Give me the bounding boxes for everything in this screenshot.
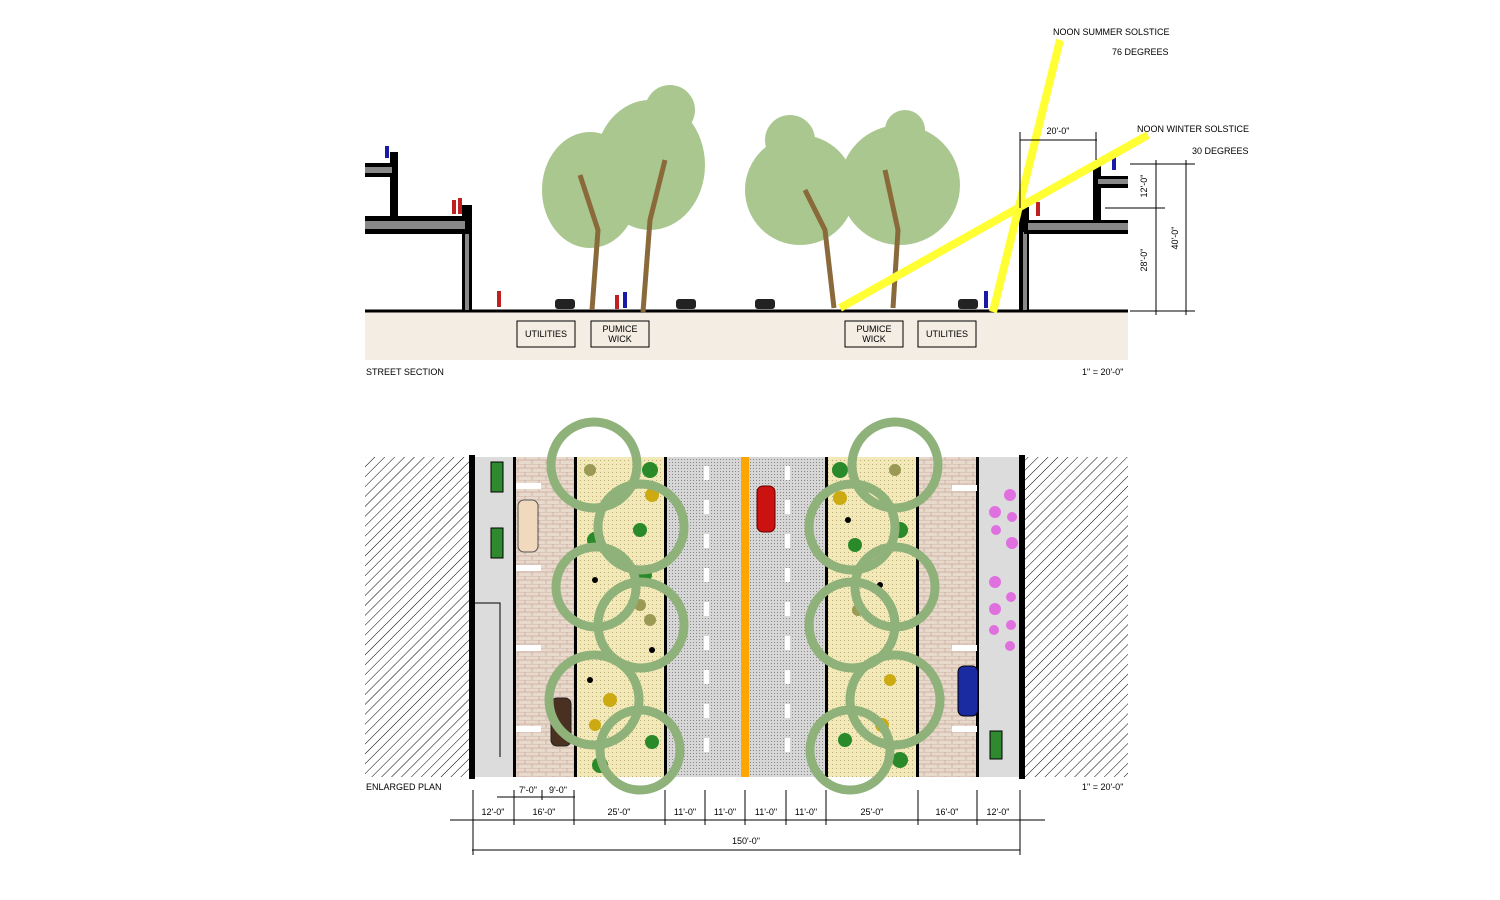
dimension: 16'-0": [936, 807, 959, 817]
utilities-label: UTILITIES: [525, 329, 567, 339]
plan-title: ENLARGED PLAN: [366, 782, 442, 792]
right-building-hatch: [1022, 457, 1128, 777]
summer-sun-ray: [989, 39, 1064, 313]
summer-angle-label: 76 DEGREES: [1112, 47, 1169, 57]
winter-angle-label: 30 DEGREES: [1192, 146, 1249, 156]
wick-label: WICK: [862, 334, 886, 344]
lower-height-dimension: 28'-0": [1139, 249, 1149, 272]
sub-dimension: 7'-0": [519, 785, 537, 795]
wick-label: WICK: [608, 334, 632, 344]
total-height-dimension: 40'-0": [1170, 227, 1180, 250]
section-labels: UTILITIES PUMICE WICK PUMICE WICK UTILIT…: [516, 320, 977, 348]
section-dimension-lines: [1019, 132, 1195, 315]
right-sidewalk: [978, 457, 1021, 777]
plan-cars: [517, 485, 979, 747]
pumice-label: PUMICE: [856, 324, 891, 334]
plan-dimension-lines: [450, 790, 1045, 855]
dimension: 25'-0": [608, 807, 631, 817]
winter-solstice-label: NOON WINTER SOLSTICE: [1137, 124, 1249, 134]
dimension: 12'-0": [987, 807, 1010, 817]
sidewalk-planters: [490, 461, 1003, 760]
sub-dimension: 9'-0": [549, 785, 567, 795]
dimension: 11'-0": [755, 807, 777, 817]
total-width-dimension: 150'-0": [732, 836, 760, 846]
section-trees: [542, 85, 960, 313]
right-building: [1019, 162, 1128, 311]
section-scale: 1" = 20'-0": [1082, 367, 1123, 377]
upper-height-dimension: 12'-0": [1139, 175, 1149, 198]
dimension: 11'-0": [714, 807, 736, 817]
people: [385, 146, 1116, 309]
center-line: [741, 457, 749, 777]
ground-fill: [365, 312, 1128, 360]
dimension: 11'-0": [674, 807, 696, 817]
plan-trees: [544, 417, 945, 795]
street-section: NOON SUMMER SOLSTICE 76 DEGREES NOON WIN…: [365, 27, 1249, 377]
dimension: 11'-0": [795, 807, 817, 817]
dimension: 12'-0": [482, 807, 505, 817]
dimension: 16'-0": [533, 807, 556, 817]
left-building-hatch: [365, 457, 470, 777]
cars: [555, 299, 978, 309]
winter-sun-ray: [838, 131, 1150, 312]
left-building: [365, 152, 472, 311]
section-title: STREET SECTION: [366, 367, 444, 377]
setback-dimension: 20'-0": [1047, 126, 1070, 136]
plan-scale: 1" = 20'-0": [1082, 782, 1123, 792]
bench-outline: [474, 602, 501, 757]
cafe-tables: [989, 489, 1018, 651]
enlarged-plan: ENLARGED PLAN 1" = 20'-0" 7'-0" 9'-0" 12…: [365, 417, 1128, 855]
pumice-label: PUMICE: [602, 324, 637, 334]
utilities-label: UTILITIES: [926, 329, 968, 339]
dimension: 25'-0": [861, 807, 884, 817]
left-sidewalk: [474, 457, 514, 777]
summer-solstice-label: NOON SUMMER SOLSTICE: [1053, 27, 1170, 37]
lane-dashes: [516, 466, 977, 752]
